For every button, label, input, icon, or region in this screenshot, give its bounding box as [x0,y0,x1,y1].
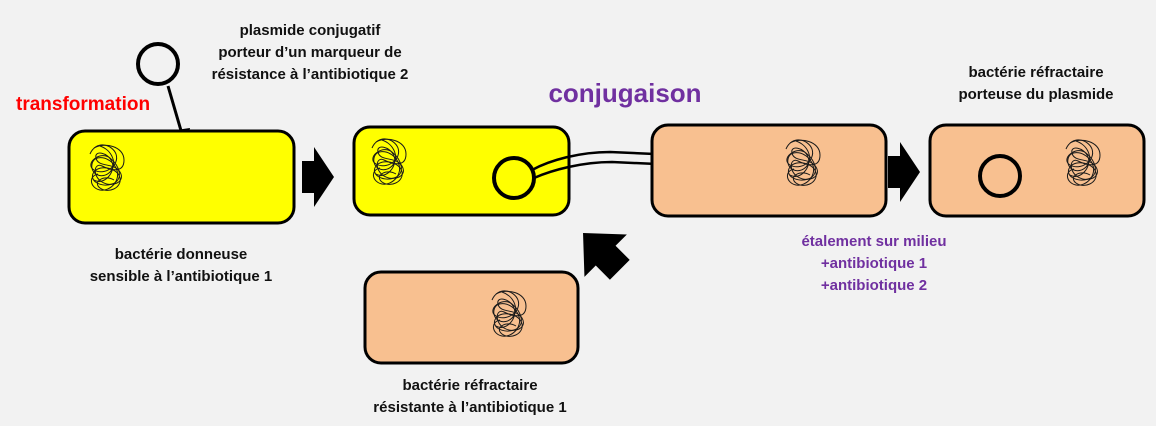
free-plasmid [136,42,180,86]
step-arrow-1 [302,147,334,207]
final-label: bactérie réfractaire porteuse du plasmid… [958,64,1114,103]
recipient-label: bactérie réfractaire résistante à l’anti… [373,377,567,416]
final-plasmid [978,154,1022,198]
conjugation-pilus [531,150,701,172]
recipient-arrow [583,233,630,280]
step-arrow-3 [888,142,920,202]
transformation-arrow [166,85,184,135]
donor-bacterium [67,129,296,225]
plating-label: étalement sur milieu +antibiotique 1 +an… [801,233,947,294]
conjugating-donor-bacterium [352,125,571,217]
recipient-bacterium [363,270,580,365]
recipient-in-conjugation [650,123,888,218]
donor-label: bactérie donneuse sensible à l’antibioti… [89,246,273,285]
transformation-label: transformation [16,94,151,115]
final-bacterium [928,123,1146,218]
plasmid-label: plasmide conjugatif porteur d’un marqueu… [211,22,409,83]
conjugation-label: conjugaison [548,78,702,108]
